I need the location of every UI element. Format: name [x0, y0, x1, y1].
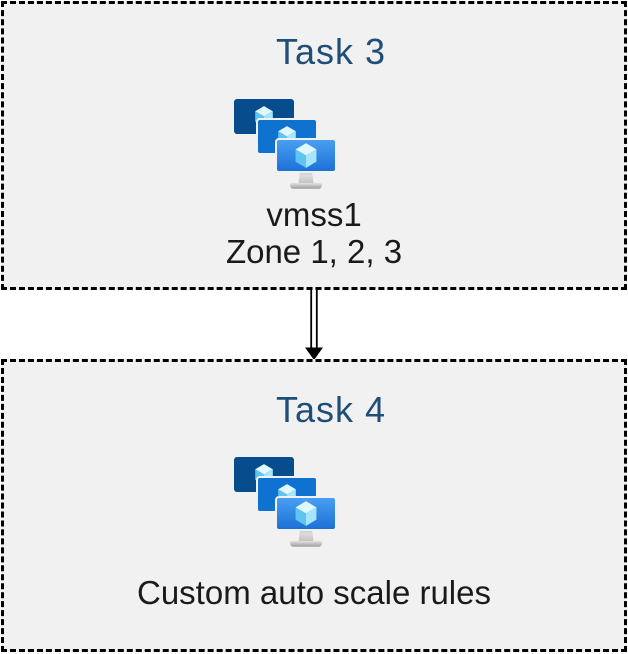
task-4-title: Task 4 — [275, 389, 387, 430]
task-4-box: Task 4 Custom auto scale rules — [1, 359, 627, 652]
vmss-name-label: vmss1 — [266, 196, 362, 233]
task-4-caption: Custom auto scale rules — [4, 574, 624, 611]
down-arrow-icon — [305, 290, 323, 360]
autoscale-rules-label: Custom auto scale rules — [137, 574, 491, 611]
vm-scale-sets-icon — [234, 457, 338, 549]
vm-scale-sets-icon — [234, 99, 338, 191]
task-3-caption: vmss1 Zone 1, 2, 3 — [4, 196, 624, 270]
task-3-title: Task 3 — [275, 31, 387, 72]
task-3-box: Task 3 vmss1 Zone 1, 2, 3 — [1, 1, 627, 290]
zones-label: Zone 1, 2, 3 — [225, 233, 403, 270]
